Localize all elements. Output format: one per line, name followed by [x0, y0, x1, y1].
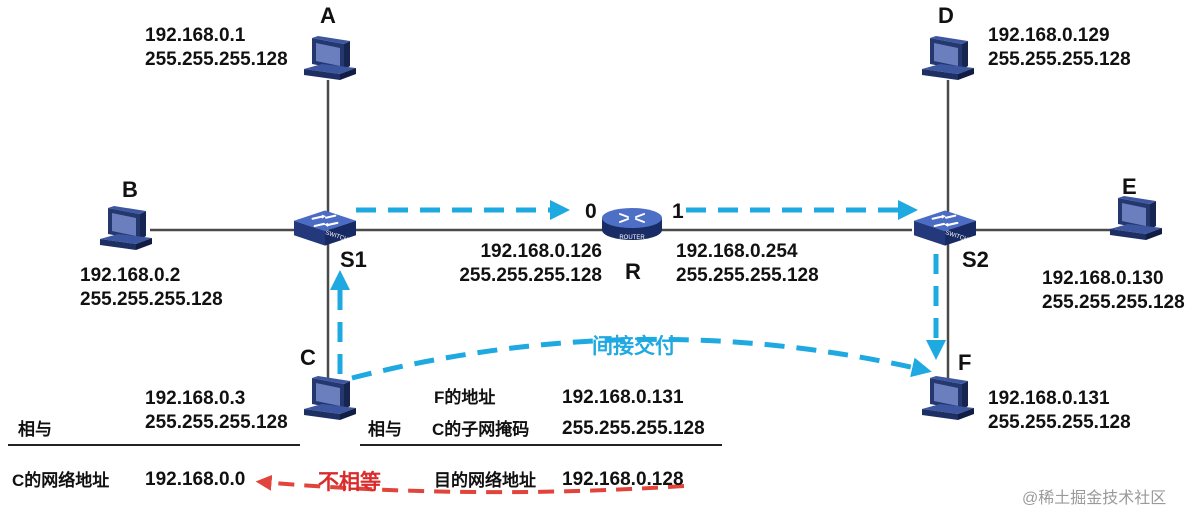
- calc-right-row1-value: 192.168.0.131: [562, 387, 684, 408]
- host-c-letter: C: [300, 345, 316, 370]
- switch-s1-label: S1: [340, 247, 367, 272]
- host-f-address: 192.168.0.131 255.255.255.128: [988, 387, 1131, 435]
- router-port-0: 0: [585, 200, 597, 223]
- host-e-mask: 255.255.255.128: [1042, 292, 1185, 313]
- indirect-delivery-label: 间接交付: [592, 335, 676, 358]
- host-a-ip: 192.168.0.1: [145, 25, 246, 46]
- calc-right-op: 相与: [368, 420, 402, 439]
- host-e-letter: E: [1122, 174, 1137, 199]
- host-c-address: 192.168.0.3 255.255.255.128: [145, 387, 288, 435]
- host-d-address: 192.168.0.129 255.255.255.128: [988, 24, 1131, 72]
- host-a-mask: 255.255.255.128: [145, 49, 288, 70]
- host-f-ip: 192.168.0.131: [988, 388, 1110, 409]
- host-a-letter: A: [320, 3, 336, 28]
- router-port1-address: 192.168.0.254 255.255.255.128: [676, 240, 819, 288]
- host-d-ip: 192.168.0.129: [988, 25, 1110, 46]
- host-b-computer-icon: [100, 206, 152, 250]
- watermark: @稀土掘金技术社区: [1022, 490, 1167, 507]
- arrow-not-equal: [255, 474, 685, 495]
- calc-left-result-label: C的网络地址: [12, 471, 110, 490]
- calc-right-result-value: 192.168.0.128: [562, 469, 684, 490]
- host-a-computer-icon: [304, 36, 356, 80]
- router-port0-mask: 255.255.255.128: [459, 265, 602, 286]
- host-c-mask: 255.255.255.128: [145, 412, 288, 433]
- host-e-computer-icon: [1110, 196, 1162, 240]
- host-f-mask: 255.255.255.128: [988, 412, 1131, 433]
- host-b-address: 192.168.0.2 255.255.255.128: [80, 264, 223, 312]
- host-c-computer-icon: [304, 376, 356, 420]
- calc-left-op: 相与: [18, 420, 52, 439]
- host-f-computer-icon: [922, 376, 974, 420]
- not-equal-label: 不相等: [318, 471, 381, 494]
- calc-right-row1-label: F的地址: [434, 388, 496, 407]
- host-f-letter: F: [958, 350, 972, 375]
- router-port0-address: 192.168.0.126 255.255.255.128: [456, 240, 602, 288]
- router-port0-ip: 192.168.0.126: [480, 241, 602, 262]
- host-b-ip: 192.168.0.2: [80, 265, 181, 286]
- arrow-indirect-delivery: [351, 336, 932, 381]
- calc-right-row2-label: C的子网掩码: [432, 420, 530, 439]
- host-c-ip: 192.168.0.3: [145, 388, 246, 409]
- host-e-address: 192.168.0.130 255.255.255.128: [1042, 267, 1185, 315]
- host-d-letter: D: [938, 3, 954, 28]
- calc-right-row2-value: 255.255.255.128: [562, 418, 705, 439]
- calc-left-result-value: 192.168.0.0: [145, 469, 246, 490]
- router-port1-ip: 192.168.0.254: [676, 241, 798, 262]
- switch-s2-label: S2: [962, 247, 989, 272]
- router-port1-mask: 255.255.255.128: [676, 265, 819, 286]
- host-a-address: 192.168.0.1 255.255.255.128: [145, 24, 288, 72]
- host-d-computer-icon: [922, 36, 974, 80]
- router-port-1: 1: [672, 200, 684, 223]
- calc-right-result-label: 目的网络地址: [434, 471, 536, 490]
- host-d-mask: 255.255.255.128: [988, 49, 1131, 70]
- host-b-letter: B: [122, 177, 138, 202]
- host-b-mask: 255.255.255.128: [80, 289, 223, 310]
- host-e-ip: 192.168.0.130: [1042, 268, 1164, 289]
- router-label: R: [625, 259, 641, 284]
- router-caption: ROUTER: [619, 235, 645, 241]
